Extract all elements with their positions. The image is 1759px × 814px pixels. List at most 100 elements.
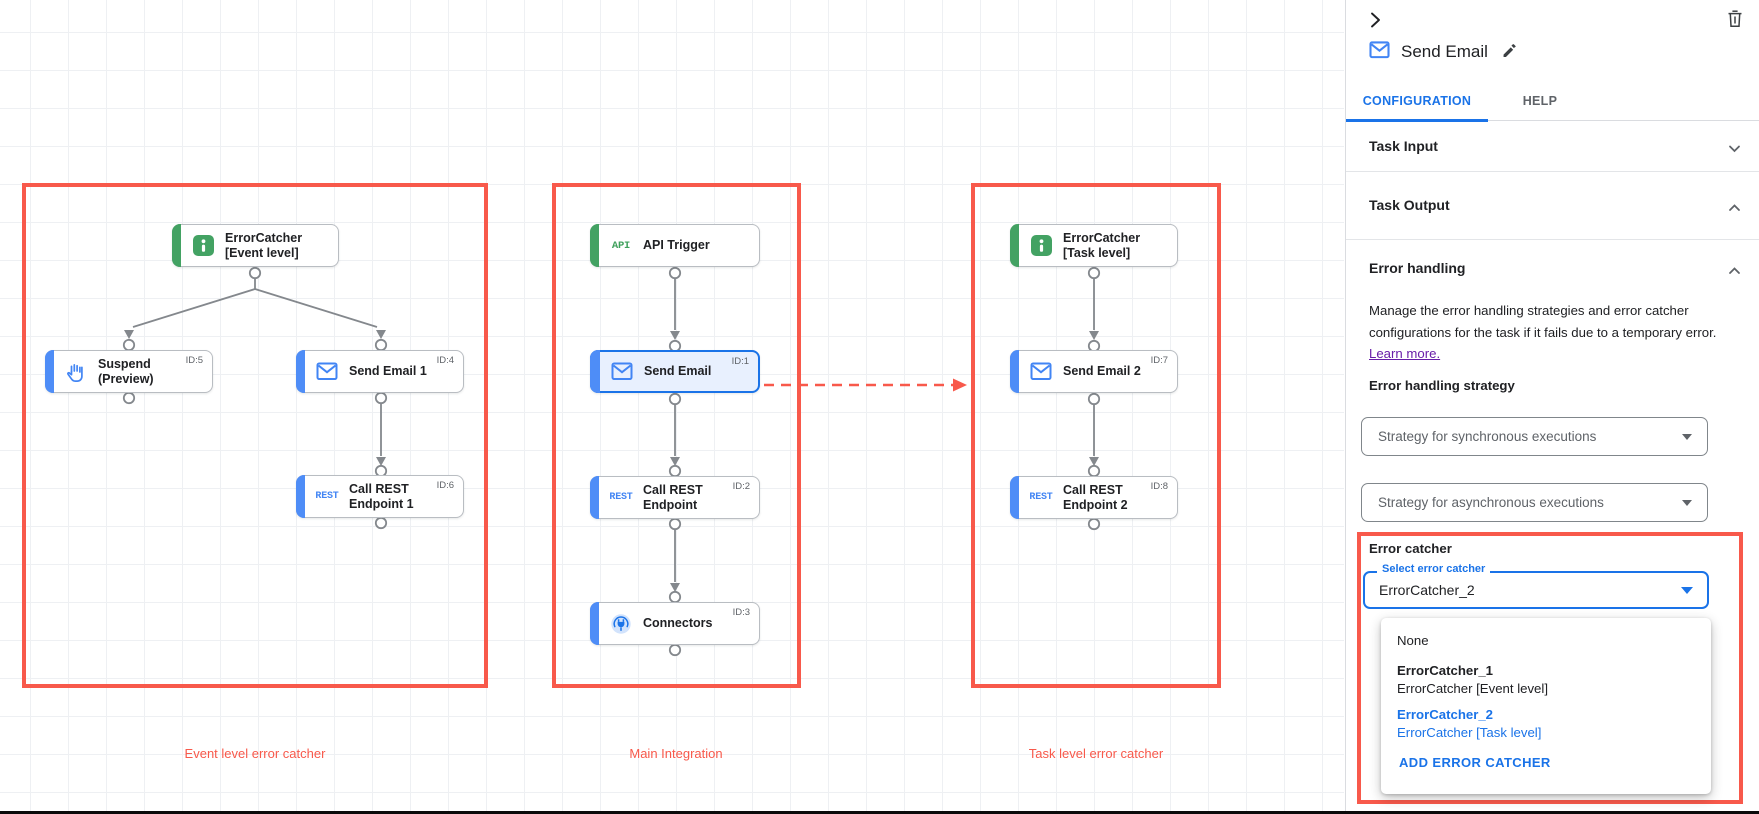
node-label: Endpoint 1 (349, 496, 414, 511)
node-accent (590, 476, 599, 519)
panel-header: Send Email (1369, 40, 1518, 64)
node-label: Call REST (1063, 483, 1123, 497)
select-value: ErrorCatcher_2 (1379, 582, 1475, 598)
error-catcher-menu: None ErrorCatcher_1 ErrorCatcher [Event … (1381, 618, 1711, 794)
node-errorcatcher-task-level[interactable]: ErrorCatcher [Task level] (1010, 224, 1178, 267)
node-id-badge: ID:3 (732, 607, 750, 618)
event-level-group-outline (22, 183, 488, 688)
menu-item-errorcatcher-1[interactable]: ErrorCatcher_1 ErrorCatcher [Event level… (1397, 663, 1548, 696)
caret-down-icon (1681, 586, 1693, 594)
node-suspend-preview[interactable]: Suspend (Preview) ID:5 (45, 350, 213, 393)
error-catcher-icon (1028, 235, 1054, 256)
node-id-badge: ID:2 (732, 481, 750, 492)
error-catcher-icon (190, 235, 216, 256)
section-title: Task Output (1369, 197, 1450, 213)
node-call-rest-endpoint[interactable]: REST Call REST Endpoint ID:2 (590, 476, 760, 519)
node-accent (296, 475, 305, 518)
add-error-catcher-button[interactable]: ADD ERROR CATCHER (1399, 755, 1551, 770)
node-accent (1010, 224, 1019, 267)
node-label: Endpoint 2 (1063, 497, 1128, 512)
strategy-label: Error handling strategy (1369, 378, 1515, 393)
tab-help[interactable]: HELP (1522, 94, 1558, 108)
node-label: API Trigger (643, 238, 710, 253)
node-call-rest-endpoint-1[interactable]: REST Call REST Endpoint 1 ID:6 (296, 475, 464, 518)
node-label: (Preview) (98, 371, 154, 386)
caption-event-level: Event level error catcher (184, 746, 326, 761)
error-handling-description: Manage the error handling strategies and… (1369, 303, 1717, 361)
dropdown-placeholder: Strategy for synchronous executions (1378, 429, 1597, 444)
main-integration-group-outline (552, 183, 801, 688)
node-label: Connectors (643, 616, 713, 631)
node-label: [Event level] (225, 245, 299, 260)
collapse-panel-icon[interactable] (1365, 9, 1387, 31)
rest-icon: REST (609, 492, 633, 503)
node-accent (1010, 350, 1019, 393)
delete-task-icon[interactable] (1726, 9, 1746, 31)
node-call-rest-endpoint-2[interactable]: REST Call REST Endpoint 2 ID:8 (1010, 476, 1178, 519)
node-label: ErrorCatcher (1063, 231, 1141, 245)
email-icon (609, 362, 635, 381)
node-connectors[interactable]: Connectors ID:3 (590, 602, 760, 645)
section-task-output[interactable]: Task Output (1346, 172, 1759, 240)
task-title: Send Email (1401, 42, 1488, 61)
section-title: Task Input (1369, 138, 1438, 154)
chevron-up-icon[interactable] (1728, 200, 1741, 218)
email-icon (314, 362, 340, 381)
task-level-group-outline (971, 183, 1221, 688)
node-send-email-2[interactable]: Send Email 2 ID:7 (1010, 350, 1178, 393)
node-accent (45, 350, 54, 393)
dropdown-placeholder: Strategy for asynchronous executions (1378, 495, 1604, 510)
task-config-panel: Send Email CONFIGURATION HELP Task Input… (1345, 0, 1759, 814)
node-label: Suspend (98, 357, 151, 371)
node-id-badge: ID:5 (185, 355, 203, 366)
integration-canvas[interactable]: Event level error catcher Main Integrati… (0, 0, 1344, 814)
email-icon (1028, 362, 1054, 381)
edit-name-icon[interactable] (1501, 42, 1518, 64)
section-task-input[interactable]: Task Input (1346, 121, 1759, 172)
node-send-email-selected[interactable]: Send Email ID:1 (590, 350, 760, 393)
node-label: Send Email 2 (1063, 364, 1141, 379)
select-error-catcher[interactable]: ErrorCatcher_2 (1363, 571, 1709, 609)
node-accent (296, 350, 305, 393)
node-accent (590, 350, 600, 393)
chevron-down-icon[interactable] (1728, 141, 1741, 159)
node-id-badge: ID:7 (1150, 355, 1168, 366)
rest-icon: REST (1029, 492, 1053, 503)
node-api-trigger[interactable]: API API Trigger (590, 224, 760, 267)
node-label: Call REST (643, 483, 703, 497)
rest-icon: REST (315, 491, 339, 502)
select-floating-label: Select error catcher (1377, 563, 1491, 575)
node-label: Send Email 1 (349, 364, 427, 379)
node-errorcatcher-event-level[interactable]: ErrorCatcher [Event level] (172, 224, 339, 267)
error-catcher-label: Error catcher (1369, 541, 1452, 556)
node-label: Call REST (349, 482, 409, 496)
node-label: [Task level] (1063, 245, 1131, 260)
connectors-icon (608, 613, 634, 635)
hand-suspend-icon (63, 361, 89, 383)
chevron-up-icon[interactable] (1728, 263, 1741, 281)
node-accent (590, 602, 599, 645)
section-error-handling[interactable]: Error handling (1346, 240, 1759, 290)
node-id-badge: ID:4 (436, 355, 454, 366)
menu-item-errorcatcher-2[interactable]: ErrorCatcher_2 ErrorCatcher [Task level] (1397, 707, 1542, 740)
caption-main-integration: Main Integration (629, 746, 723, 761)
node-label: ErrorCatcher (225, 231, 303, 245)
tab-configuration[interactable]: CONFIGURATION (1346, 82, 1488, 122)
sync-strategy-dropdown[interactable]: Strategy for synchronous executions (1361, 417, 1708, 456)
node-accent (1010, 476, 1019, 519)
node-id-badge: ID:1 (731, 356, 749, 367)
node-id-badge: ID:6 (436, 480, 454, 491)
menu-item-none[interactable]: None (1397, 633, 1429, 648)
caret-down-icon (1682, 499, 1692, 506)
node-accent (590, 224, 599, 267)
learn-more-link[interactable]: Learn more. (1369, 346, 1441, 361)
error-catcher-highlight-outline (1357, 532, 1743, 804)
node-send-email-1[interactable]: Send Email 1 ID:4 (296, 350, 464, 393)
async-strategy-dropdown[interactable]: Strategy for asynchronous executions (1361, 483, 1708, 522)
node-accent (172, 224, 181, 267)
caret-down-icon (1682, 433, 1692, 440)
node-label: Endpoint (643, 497, 698, 512)
api-trigger-icon: API (611, 239, 631, 252)
caption-task-level: Task level error catcher (1028, 746, 1164, 761)
panel-tabs: CONFIGURATION HELP (1346, 82, 1759, 122)
